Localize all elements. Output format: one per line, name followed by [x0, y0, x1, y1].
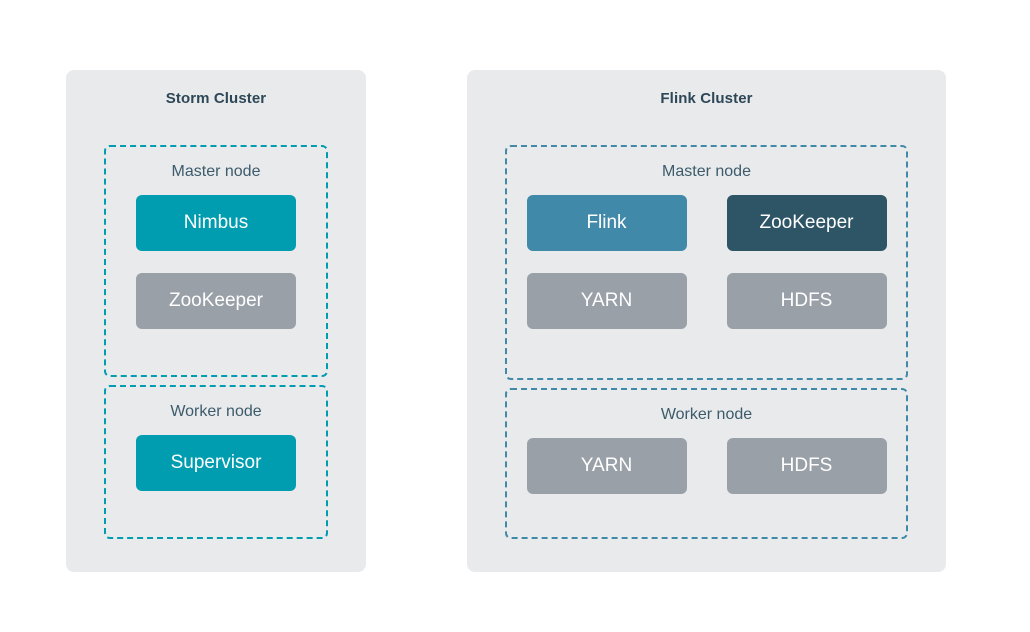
- component-row: YARN HDFS: [507, 438, 906, 494]
- component-row: Flink ZooKeeper: [507, 195, 906, 251]
- cluster-title-flink: Flink Cluster: [660, 90, 753, 107]
- component-box-zookeeper[interactable]: ZooKeeper: [136, 273, 296, 329]
- component-stack-storm-worker: Supervisor: [106, 435, 326, 491]
- component-box-yarn-worker[interactable]: YARN: [526, 438, 687, 494]
- component-box-hdfs-worker[interactable]: HDFS: [726, 438, 887, 494]
- component-box-flink[interactable]: Flink: [526, 195, 687, 251]
- node-group-storm-master: Master node Nimbus ZooKeeper: [104, 145, 328, 377]
- component-box-nimbus[interactable]: Nimbus: [136, 195, 296, 251]
- cluster-card-storm: Storm Cluster Master node Nimbus ZooKeep…: [66, 70, 366, 572]
- node-group-storm-worker: Worker node Supervisor: [104, 385, 328, 539]
- node-group-flink-worker: Worker node YARN HDFS: [505, 388, 908, 539]
- component-stack-storm-master: Nimbus ZooKeeper: [106, 195, 326, 329]
- component-grid-flink-worker: YARN HDFS: [507, 438, 906, 494]
- node-label-flink-worker: Worker node: [660, 406, 753, 423]
- cluster-title-storm: Storm Cluster: [165, 90, 267, 107]
- component-box-hdfs-master[interactable]: HDFS: [726, 273, 887, 329]
- node-label-storm-worker: Worker node: [170, 403, 262, 420]
- component-box-yarn-master[interactable]: YARN: [526, 273, 687, 329]
- component-row: YARN HDFS: [507, 273, 906, 329]
- node-label-storm-master: Master node: [171, 163, 261, 180]
- component-grid-flink-master: Flink ZooKeeper YARN HDFS: [507, 195, 906, 329]
- node-label-flink-master: Master node: [662, 163, 751, 180]
- node-group-flink-master: Master node Flink ZooKeeper YARN HDFS: [505, 145, 908, 380]
- component-box-zookeeper[interactable]: ZooKeeper: [726, 195, 887, 251]
- component-box-supervisor[interactable]: Supervisor: [136, 435, 296, 491]
- cluster-card-flink: Flink Cluster Master node Flink ZooKeepe…: [467, 70, 946, 572]
